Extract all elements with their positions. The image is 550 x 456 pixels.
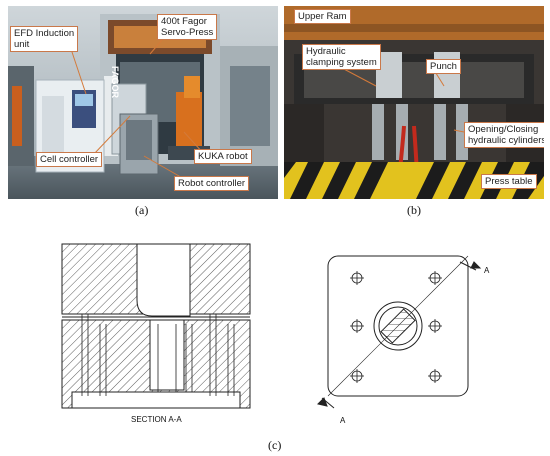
caption-c: (c) [268,438,282,452]
caption-b: (b) [407,203,421,217]
section-view [61,243,251,409]
tooling-illustration [284,6,544,199]
label-robot-controller: Robot controller [174,176,250,191]
label-clamping-system: Hydraulic clamping system [302,44,381,70]
label-punch: Punch [426,59,461,74]
label-upper-ram: Upper Ram [294,9,351,24]
cut-marker-top: A [484,266,490,275]
label-press: 400t Fagor Servo-Press [157,14,218,40]
caption-a: (a) [135,203,149,217]
panel-b-photo: Upper Ram Hydraulic clamping system Punc… [284,6,544,199]
fagor-brand-text: FAGOR [110,66,120,99]
label-cylinders: Opening/Closing hydraulic cylinders [464,122,544,148]
label-efd-unit: EFD Induction unit [10,26,79,52]
section-label: SECTION A-A [131,415,182,424]
cut-marker-bottom: A [340,416,346,425]
panel-a-photo: FAGOR 400t Fagor Servo-Press EFD Inducti… [8,6,278,199]
label-press-table: Press table [481,174,537,189]
top-view [317,255,482,409]
label-kuka-robot: KUKA robot [194,149,252,164]
label-cell-controller: Cell controller [36,152,103,167]
